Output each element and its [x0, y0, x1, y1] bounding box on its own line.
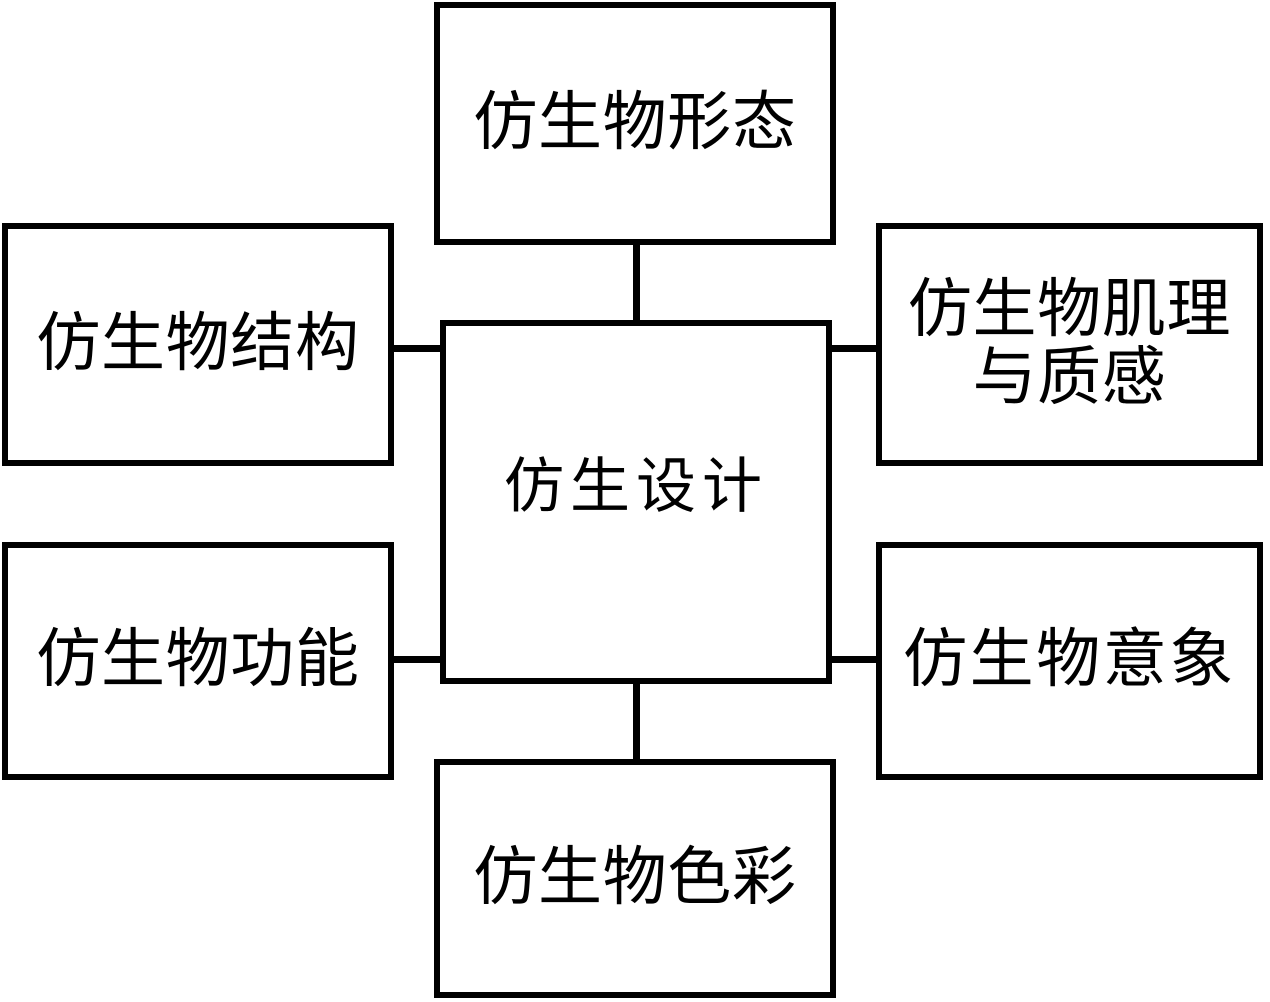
node-label-bottom: 仿生物色彩 [473, 840, 797, 915]
node-box-center[interactable]: 仿生设计 [440, 320, 832, 684]
connector-center-to-bottom [633, 678, 640, 765]
node-label-center: 仿生设计 [504, 452, 768, 523]
node-label-right-lower: 仿生物意象 [903, 623, 1236, 698]
node-box-top[interactable]: 仿生物形态 [434, 2, 836, 245]
connector-center-to-left-lower [388, 656, 446, 663]
connector-center-to-top [633, 239, 640, 326]
connector-center-to-left-upper [388, 345, 446, 352]
node-box-right-upper[interactable]: 仿生物肌理 与质感 [876, 223, 1263, 466]
node-label-left-upper: 仿生物结构 [36, 306, 360, 381]
node-label-top: 仿生物形态 [473, 85, 797, 160]
node-box-left-lower[interactable]: 仿生物功能 [2, 542, 394, 780]
node-box-bottom[interactable]: 仿生物色彩 [434, 759, 836, 998]
node-label-left-lower: 仿生物功能 [36, 623, 360, 698]
node-box-left-upper[interactable]: 仿生物结构 [2, 223, 394, 466]
node-label-right-upper: 仿生物肌理 与质感 [907, 272, 1232, 415]
node-box-right-lower[interactable]: 仿生物意象 [876, 542, 1263, 780]
connector-center-to-right-upper [826, 345, 882, 352]
connector-center-to-right-lower [826, 656, 882, 663]
